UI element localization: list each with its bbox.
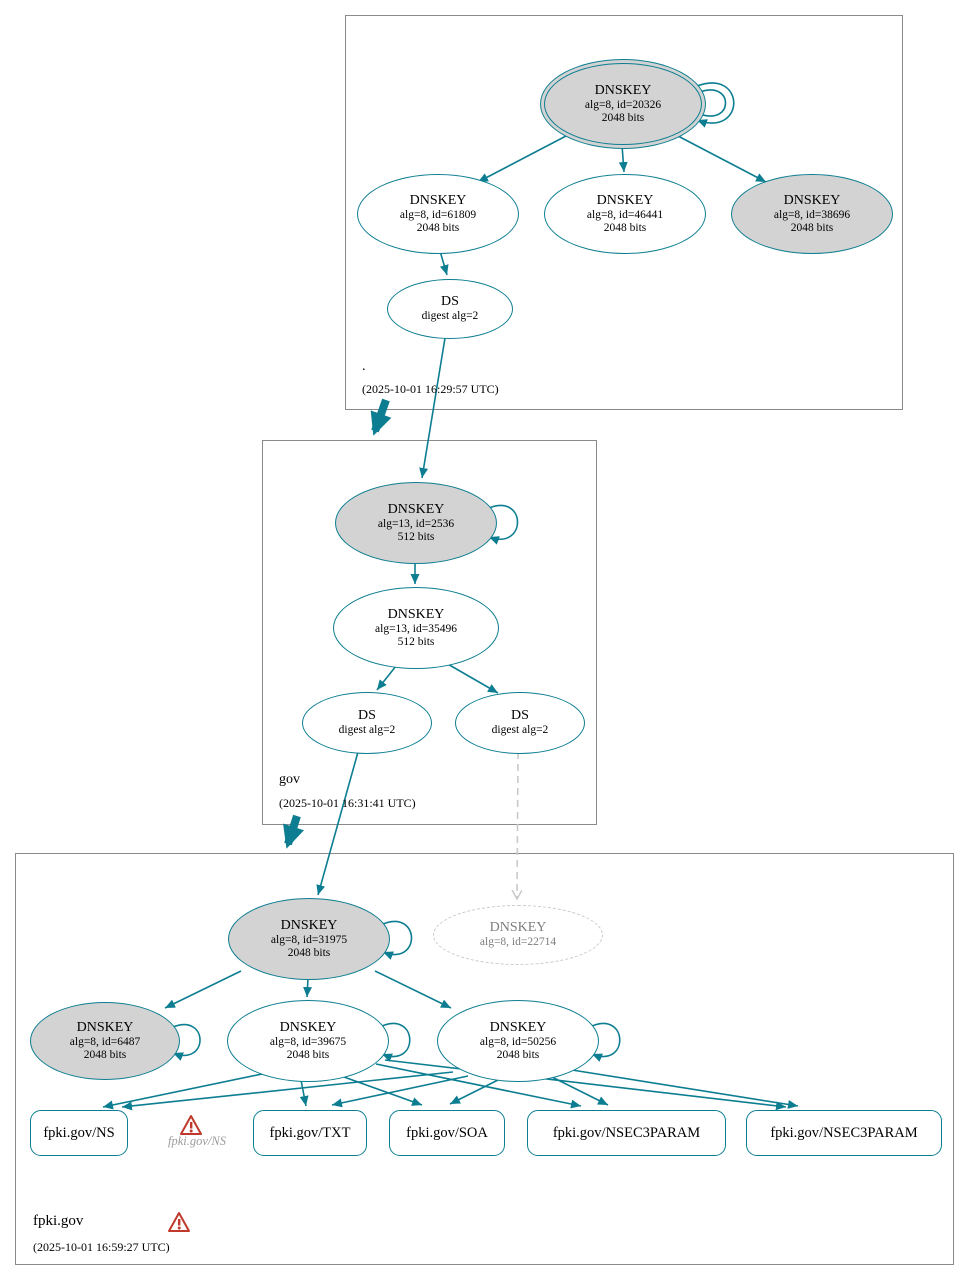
node-bits: 2048 bits xyxy=(790,222,834,235)
rrset-fpki-ns-error[interactable]: fpki.gov/NS xyxy=(168,1134,226,1148)
node-type: DNSKEY xyxy=(489,1019,547,1035)
warning-icon-zone xyxy=(168,1212,190,1232)
node-type: DS xyxy=(441,294,459,310)
rrset-fpki-soa[interactable]: fpki.gov/SOA xyxy=(389,1110,505,1156)
node-type: DNSKEY xyxy=(489,920,547,936)
dnskey-fpki-31975[interactable]: DNSKEY alg=8, id=31975 2048 bits xyxy=(228,898,390,980)
dnskey-root-46441[interactable]: DNSKEY alg=8, id=46441 2048 bits xyxy=(544,174,706,254)
dnskey-gov-35496[interactable]: DNSKEY alg=13, id=35496 512 bits xyxy=(333,587,499,669)
zone-box-root xyxy=(345,15,903,410)
rrset-fpki-ns[interactable]: fpki.gov/NS xyxy=(30,1110,128,1156)
ds-gov-1[interactable]: DS digest alg=2 xyxy=(302,692,432,754)
rrset-fpki-nsec3param-1[interactable]: fpki.gov/NSEC3PARAM xyxy=(527,1110,726,1156)
node-type: DNSKEY xyxy=(387,501,445,517)
zone-box-fpki xyxy=(15,853,954,1265)
zone-timestamp-root: (2025-10-01 16:29:57 UTC) xyxy=(362,382,499,396)
ds-gov-2[interactable]: DS digest alg=2 xyxy=(455,692,585,754)
node-type: DS xyxy=(511,708,529,724)
rrset-fpki-txt[interactable]: fpki.gov/TXT xyxy=(253,1110,367,1156)
node-detail: digest alg=2 xyxy=(421,310,479,323)
node-bits: 2048 bits xyxy=(601,112,645,125)
node-detail: alg=8, id=6487 xyxy=(69,1035,141,1048)
dnskey-root-20326[interactable]: DNSKEY alg=8, id=20326 2048 bits xyxy=(540,59,706,149)
zone-label-gov: gov xyxy=(279,772,300,787)
node-type: DNSKEY xyxy=(594,82,652,98)
node-bits: 512 bits xyxy=(397,531,435,544)
node-type: DNSKEY xyxy=(279,1019,337,1035)
node-bits: 512 bits xyxy=(397,636,435,649)
node-detail: alg=8, id=39675 xyxy=(269,1035,347,1048)
node-detail: alg=13, id=35496 xyxy=(375,622,457,635)
node-bits: 2048 bits xyxy=(416,222,460,235)
node-bits: 2048 bits xyxy=(83,1049,127,1062)
node-detail: digest alg=2 xyxy=(338,724,396,737)
node-detail: alg=8, id=38696 xyxy=(773,208,851,221)
ds-root[interactable]: DS digest alg=2 xyxy=(387,279,513,339)
node-detail: alg=13, id=2536 xyxy=(377,517,455,530)
zone-label-root: . xyxy=(362,359,366,374)
dnskey-fpki-22714-missing[interactable]: DNSKEY alg=8, id=22714 xyxy=(433,905,603,965)
node-type: DNSKEY xyxy=(387,606,445,622)
dnskey-root-38696[interactable]: DNSKEY alg=8, id=38696 2048 bits xyxy=(731,174,893,254)
zone-timestamp-gov: (2025-10-01 16:31:41 UTC) xyxy=(279,796,416,810)
node-bits: 2048 bits xyxy=(496,1049,540,1062)
dnskey-fpki-39675[interactable]: DNSKEY alg=8, id=39675 2048 bits xyxy=(227,1000,389,1082)
zone-timestamp-fpki: (2025-10-01 16:59:27 UTC) xyxy=(33,1240,170,1254)
node-type: DNSKEY xyxy=(280,917,338,933)
node-detail: alg=8, id=22714 xyxy=(479,936,557,949)
node-bits: 2048 bits xyxy=(287,947,331,960)
zone-label-fpki: fpki.gov xyxy=(33,1213,84,1229)
node-type: DNSKEY xyxy=(783,192,841,208)
dnskey-root-61809[interactable]: DNSKEY alg=8, id=61809 2048 bits xyxy=(357,174,519,254)
node-type: DNSKEY xyxy=(76,1019,134,1035)
node-type: DNSKEY xyxy=(596,192,654,208)
rrset-fpki-nsec3param-2[interactable]: fpki.gov/NSEC3PARAM xyxy=(746,1110,942,1156)
node-detail: alg=8, id=46441 xyxy=(586,208,664,221)
node-detail: alg=8, id=20326 xyxy=(584,98,662,111)
node-type: DNSKEY xyxy=(409,192,467,208)
node-type: DS xyxy=(358,708,376,724)
node-detail: alg=8, id=50256 xyxy=(479,1035,557,1048)
node-detail: alg=8, id=61809 xyxy=(399,208,477,221)
dnskey-fpki-6487[interactable]: DNSKEY alg=8, id=6487 2048 bits xyxy=(30,1002,180,1080)
warning-icon xyxy=(180,1115,202,1135)
dnskey-fpki-50256[interactable]: DNSKEY alg=8, id=50256 2048 bits xyxy=(437,1000,599,1082)
node-bits: 2048 bits xyxy=(603,222,647,235)
node-detail: alg=8, id=31975 xyxy=(270,933,348,946)
node-bits: 2048 bits xyxy=(286,1049,330,1062)
node-detail: digest alg=2 xyxy=(491,724,549,737)
dnskey-gov-2536[interactable]: DNSKEY alg=13, id=2536 512 bits xyxy=(335,482,497,564)
